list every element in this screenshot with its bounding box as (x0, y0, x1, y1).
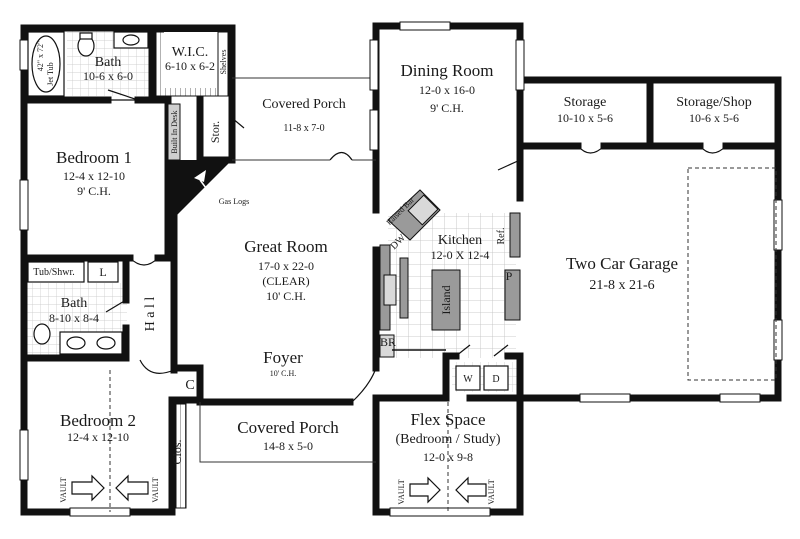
great-room-note: (CLEAR) (262, 274, 309, 288)
bath2-dims: 8-10 x 8-4 (49, 311, 99, 325)
storage-shop-dims: 10-6 x 5-6 (689, 111, 739, 125)
bath-master-dims: 10-6 x 6-0 (83, 69, 133, 83)
dryer-label: D (492, 374, 499, 385)
front-porch-dims: 14-8 x 5-0 (263, 439, 313, 453)
wic-shelves-label: Shelves (219, 50, 228, 75)
vault-label-2: VAULT (151, 477, 160, 502)
closet-shelves (175, 403, 187, 509)
rear-porch-name: Covered Porch (262, 97, 346, 112)
bath2-fixtures (27, 261, 127, 355)
broom-closet-label: BR (380, 335, 396, 349)
built-in-desk-label: Built In Desk (170, 110, 179, 153)
tub-shower-label: Tub/Shwr. (33, 267, 75, 278)
windows (19, 21, 783, 517)
great-room-ceiling: 10' C.H. (266, 289, 306, 303)
bath-master-name: Bath (95, 55, 121, 70)
hall-label: H a l l (143, 297, 158, 332)
dining-dims: 12-0 x 16-0 (419, 83, 475, 97)
bedroom2-dims: 12-4 x 12-10 (67, 430, 129, 444)
wic-dims: 6-10 x 6-2 (165, 59, 215, 73)
kitchen-cabinets (379, 189, 521, 358)
vault-label-4: VAULT (487, 479, 496, 504)
bedroom1-name: Bedroom 1 (56, 148, 132, 167)
storage-closet-label: Stor. (208, 121, 222, 143)
kitchen-name: Kitchen (438, 233, 482, 248)
wic-name: W.I.C. (172, 45, 208, 60)
flex-name: Flex Space (410, 410, 485, 429)
bedroom1-ceiling: 9' C.H. (77, 184, 111, 198)
storage-dims: 10-10 x 5-6 (557, 111, 613, 125)
island-label: Island (439, 285, 453, 314)
jet-tub-dims: 42" x 72" (36, 41, 45, 72)
closet-label: Clos. (170, 439, 184, 464)
wic-shelves (155, 31, 229, 97)
flex-sub: (Bedroom / Study) (396, 432, 501, 447)
laundry (455, 365, 509, 391)
great-room-name: Great Room (244, 237, 328, 256)
vault-label-1: VAULT (59, 477, 68, 502)
dining-name: Dining Room (400, 61, 493, 80)
built-in-desk (167, 103, 181, 161)
great-room-dims: 17-0 x 22-0 (258, 259, 314, 273)
kitchen-dims: 12-0 X 12-4 (431, 248, 490, 262)
bedroom2-name: Bedroom 2 (60, 411, 136, 430)
jet-tub (27, 31, 65, 97)
garage-door-outline (687, 167, 777, 381)
front-porch-name: Covered Porch (237, 418, 339, 437)
garage-name: Two Car Garage (566, 254, 678, 273)
bedroom1-dims: 12-4 x 12-10 (63, 169, 125, 183)
gas-logs-label: Gas Logs (219, 197, 249, 206)
flex-dims: 12-0 x 9-8 (423, 450, 473, 464)
jet-tub-label: Jet Tub (46, 62, 55, 85)
vault-arrows (71, 474, 487, 504)
porch-outlines (199, 77, 376, 463)
foyer-ceiling: 10' C.H. (270, 369, 297, 378)
storage-shop-name: Storage/Shop (676, 95, 751, 110)
washer-label: W (463, 374, 473, 385)
storage-name: Storage (564, 95, 607, 110)
master-bath-fixtures (77, 31, 149, 101)
room-labels: Bath 10-6 x 6-0 42" x 72" Jet Tub W.I.C.… (33, 41, 752, 505)
foyer-name: Foyer (263, 348, 303, 367)
linen-label: L (99, 265, 106, 279)
bath2-name: Bath (61, 296, 87, 311)
fireplace (174, 160, 232, 218)
coat-closet-label: C (185, 378, 194, 393)
vault-label-3: VAULT (397, 479, 406, 504)
refrigerator-label: Ref. (496, 228, 507, 245)
pantry-label: P (506, 269, 513, 283)
rear-porch-dims: 11-8 x 7-0 (283, 123, 324, 134)
garage-dims: 21-8 x 21-6 (589, 278, 654, 293)
dining-ceiling: 9' C.H. (430, 101, 464, 115)
